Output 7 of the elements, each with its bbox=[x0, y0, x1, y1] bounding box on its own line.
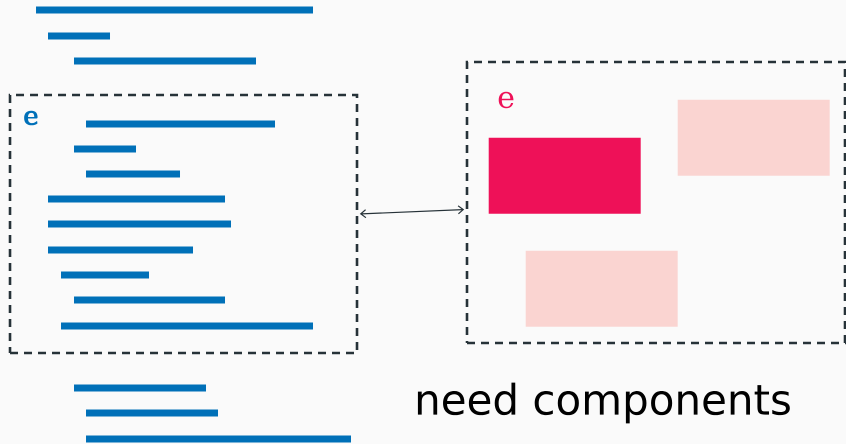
filled-block bbox=[488, 138, 641, 214]
filled-block bbox=[678, 100, 830, 176]
caption-text: need components bbox=[418, 382, 790, 424]
arrow bbox=[360, 205, 464, 218]
filled-block bbox=[526, 250, 678, 327]
letter: e bbox=[498, 92, 514, 108]
letter: e bbox=[24, 110, 38, 126]
